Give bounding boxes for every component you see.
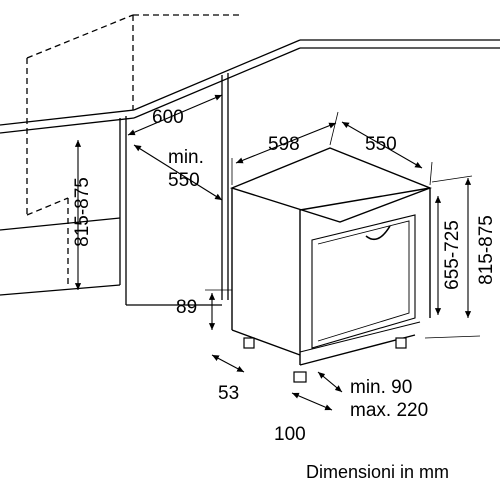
label-door-gap-min: min. 90 — [350, 377, 412, 398]
left-cabinet-wall — [0, 73, 229, 306]
label-niche-width: 600 — [152, 107, 184, 128]
door-handle — [365, 225, 391, 241]
dim-line-598 — [235, 122, 337, 164]
dim-line-53 — [211, 354, 245, 373]
dim-line-550 — [341, 121, 423, 169]
label-niche-depth-value: 550 — [168, 170, 200, 191]
label-niche-height: 815-875 — [72, 177, 93, 247]
dishwasher — [229, 147, 432, 366]
label-appliance-height: 655-725 — [442, 220, 463, 290]
label-niche-depth-min: min. — [168, 147, 204, 168]
label-door-gap: 100 — [274, 424, 306, 445]
label-plinth-height: 89 — [176, 297, 197, 318]
countertop — [0, 39, 500, 134]
dim-line-min-550 — [133, 144, 223, 201]
dim-line-600 — [127, 94, 223, 136]
dim-line-100 — [291, 392, 333, 411]
niche-outline — [26, 14, 240, 285]
label-appliance-depth: 550 — [365, 134, 397, 155]
label-foot-setback: 53 — [218, 383, 239, 404]
label-overall-height: 815-875 — [476, 215, 497, 285]
caption: Dimensioni in mm — [306, 462, 449, 482]
label-door-gap-max: max. 220 — [350, 400, 428, 421]
label-appliance-width: 598 — [268, 134, 300, 155]
dim-line-door-gap — [317, 371, 343, 393]
dishwasher-feet — [243, 337, 407, 383]
